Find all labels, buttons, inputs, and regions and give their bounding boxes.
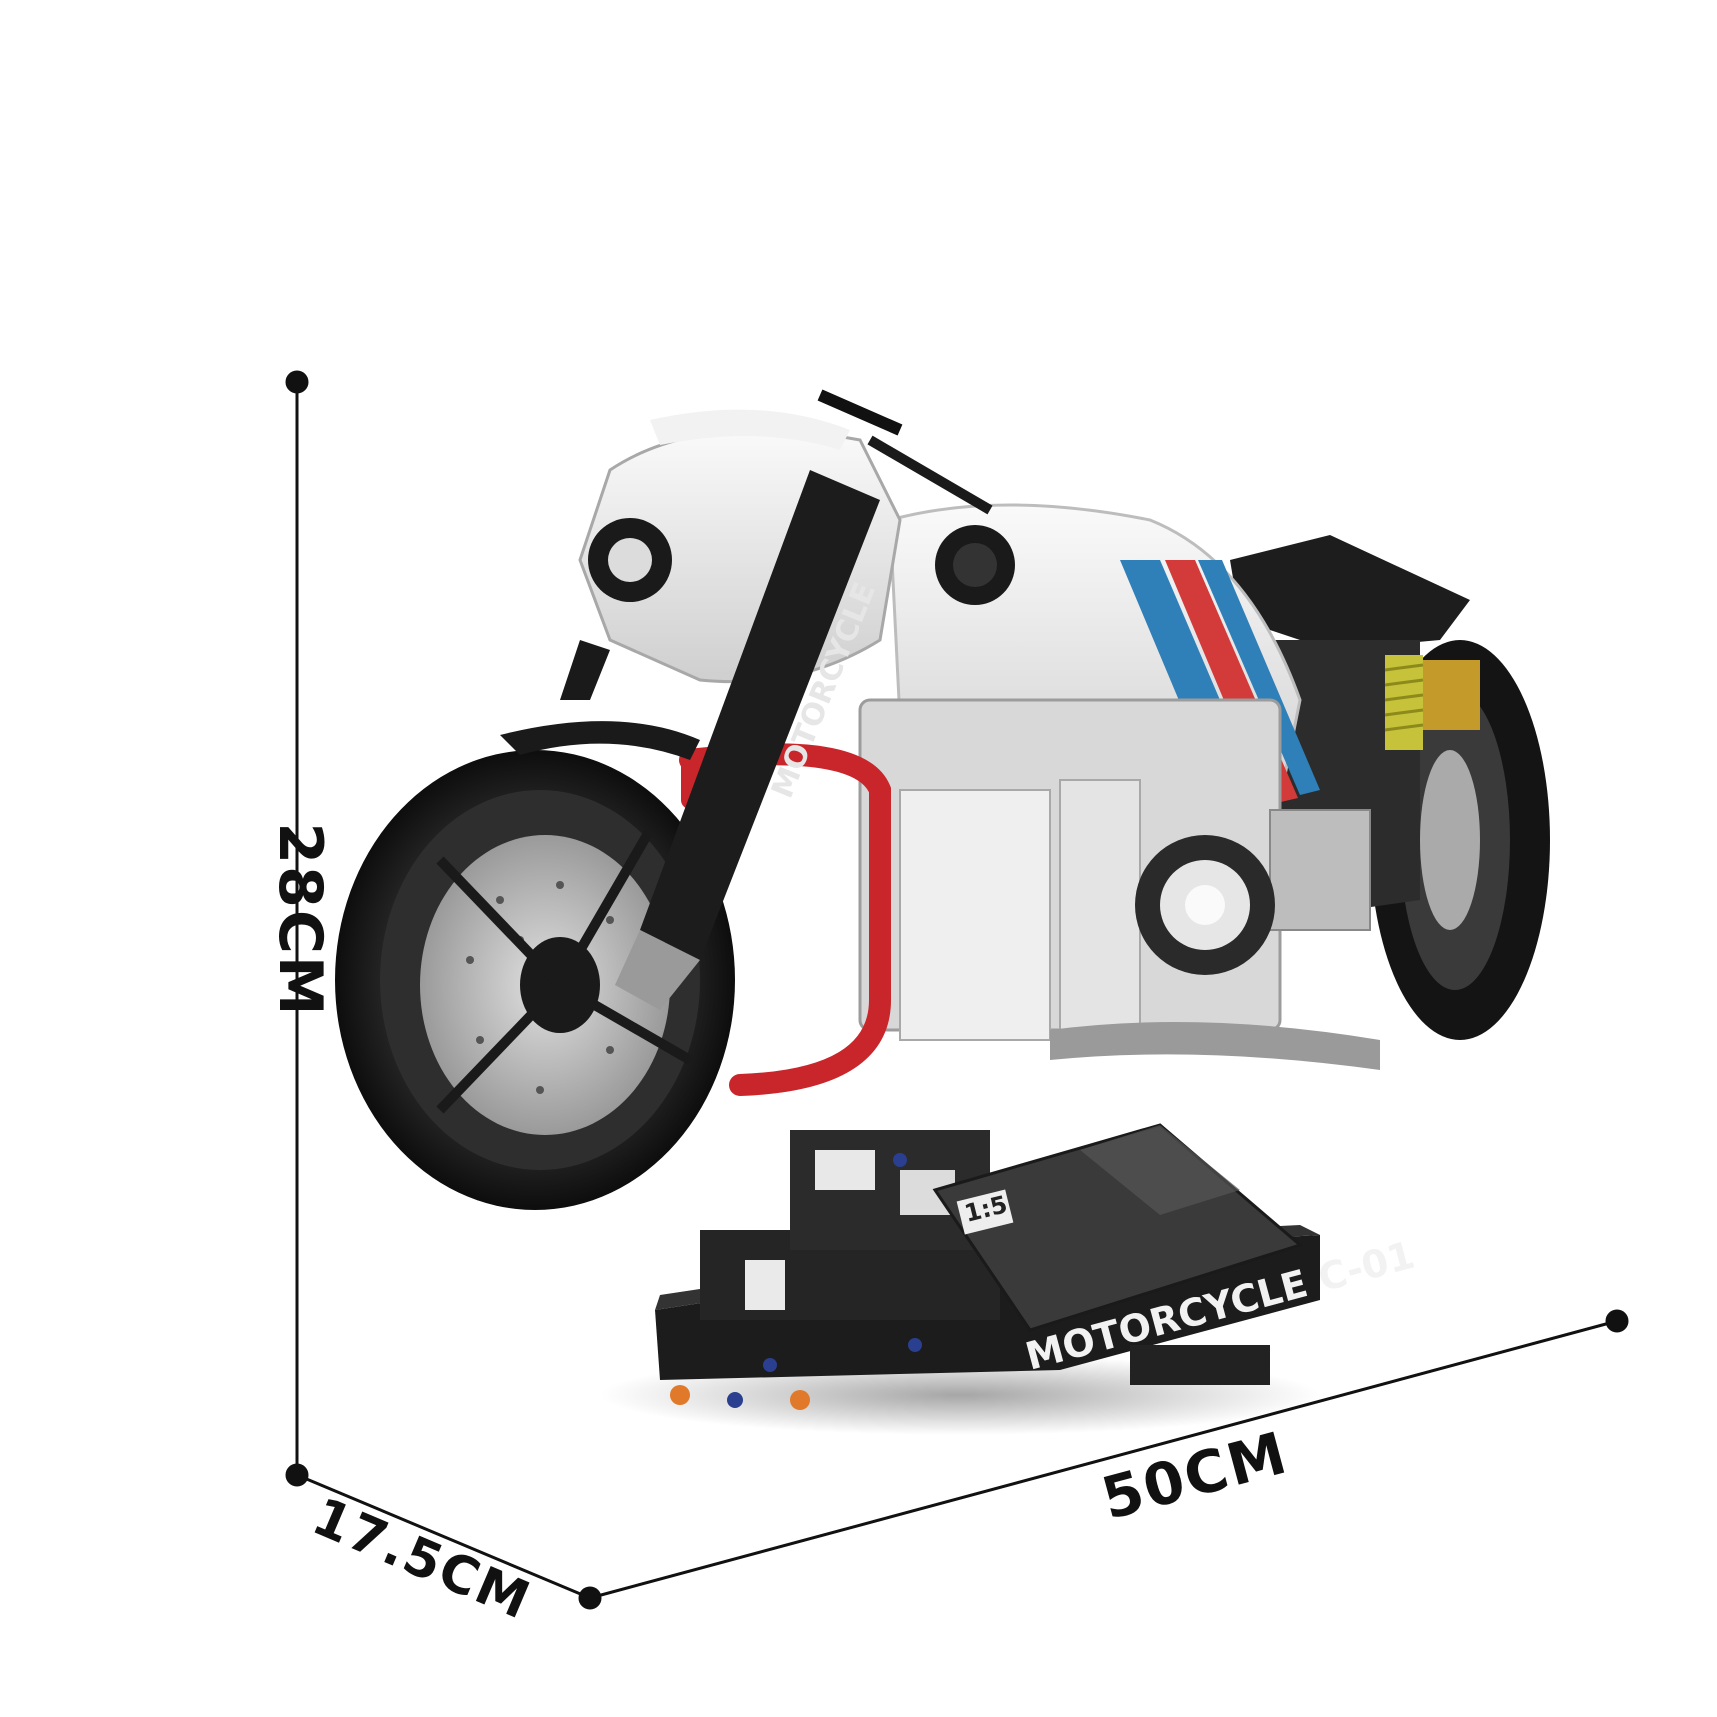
rear-shock-spring (1385, 655, 1423, 750)
mirror (867, 435, 1015, 605)
orange-pin (790, 1390, 810, 1410)
depth-label: 17.5CM (304, 1487, 539, 1632)
exhaust-pipe (1050, 1022, 1380, 1070)
length-dimension-line (589, 1319, 1618, 1600)
radiator-hose (679, 743, 891, 1096)
handlebar (817, 389, 903, 436)
orange-pin (670, 1385, 690, 1405)
front-fender (500, 721, 700, 760)
engine-block (858, 698, 1380, 1070)
blue-stripe (1198, 560, 1320, 795)
scale-badge-box (956, 1189, 1014, 1235)
dimension-lines (285, 370, 1629, 1610)
height-top-dot (285, 370, 309, 394)
length-end-dot (1605, 1309, 1629, 1333)
rear-shock-reservoir (1420, 660, 1480, 730)
depth-dimension-line (296, 1473, 591, 1600)
corner-dot (285, 1463, 309, 1487)
front-wheel (335, 750, 735, 1210)
depth-end-dot (578, 1586, 602, 1610)
height-label: 28CM (265, 822, 335, 1017)
